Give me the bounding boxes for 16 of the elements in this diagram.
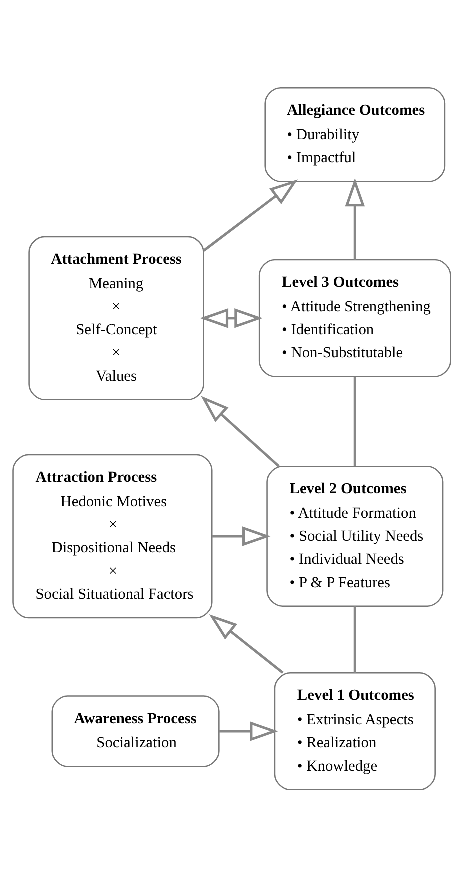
arrow bbox=[345, 178, 366, 260]
node-box: Level 2 Outcomes • Attitude Formation • Social Utility Needs • Individual Needs • P & P Features bbox=[266, 466, 444, 608]
arrow bbox=[201, 396, 280, 468]
arrow bbox=[212, 526, 271, 546]
arrow bbox=[200, 308, 263, 328]
node-box: Attraction Process Hedonic Motives × Dispositional Needs × Social Situational Factors bbox=[12, 454, 213, 619]
node-box: Attachment Process Meaning × Self-Concept × Values bbox=[28, 236, 204, 401]
node-box: Awareness Process Socialization bbox=[52, 696, 220, 768]
connector bbox=[354, 606, 356, 673]
arrow bbox=[219, 722, 278, 742]
node-box: Level 1 Outcomes • Extrinsic Aspects • Realization • Knowledge bbox=[274, 672, 436, 791]
node-box: Allegiance Outcomes • Durability • Impactful bbox=[264, 87, 446, 182]
node-box: Level 3 Outcomes • Attitude Strengthening • Identification • Non-Substitutable bbox=[258, 259, 452, 378]
arrow bbox=[209, 614, 284, 674]
arrow bbox=[203, 180, 298, 252]
connector bbox=[354, 377, 356, 466]
